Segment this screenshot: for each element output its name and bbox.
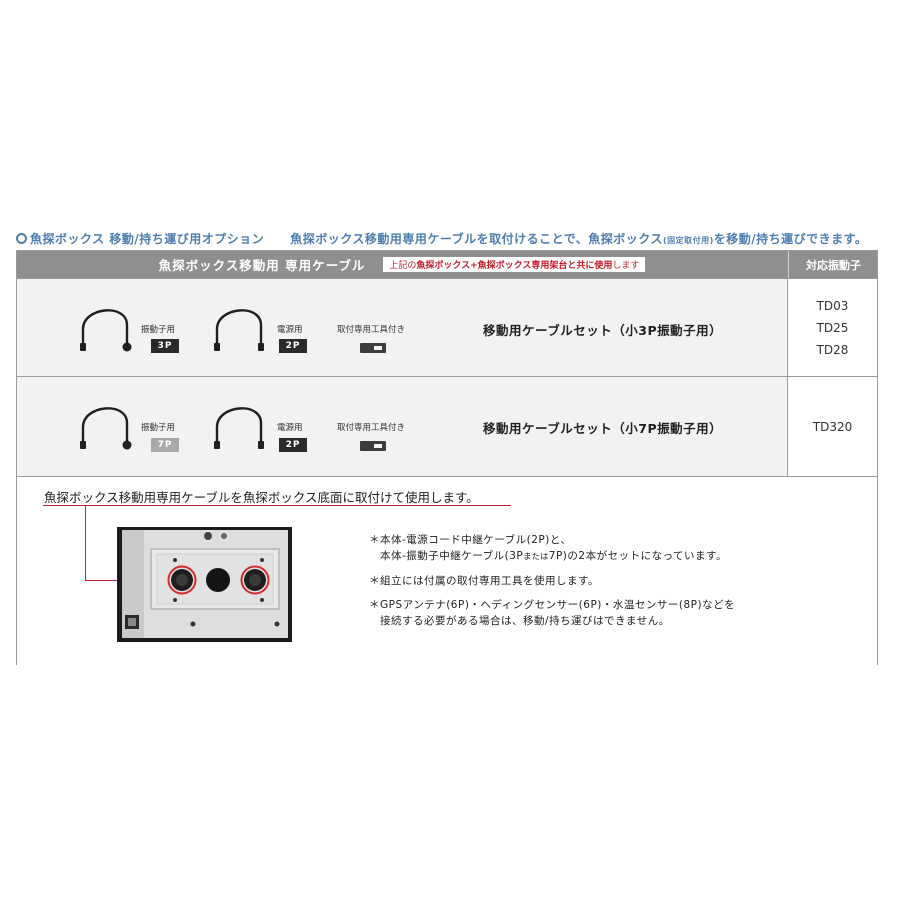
- note-item: ＊本体-電源コード中継ケーブル(2P)と、 本体-振動子中継ケーブル(3Pまたは…: [369, 534, 727, 562]
- header-compatible-transducers: 対応振動子: [788, 251, 878, 278]
- model-item: TD25: [816, 321, 849, 335]
- power-cable-image: [214, 407, 264, 449]
- header-title: 魚探ボックス移動用 専用ケーブル 上記の魚探ボックス+魚探ボックス専用架台と共に…: [17, 251, 787, 278]
- transducer-label: 振動子用: [141, 325, 176, 335]
- pin-badge-2p: 2P: [279, 339, 307, 353]
- power-label: 電源用: [277, 423, 303, 433]
- section-heading: 魚探ボックス 移動/持ち運び用オプション 魚探ボックス移動用専用ケーブルを取付ける…: [16, 230, 896, 250]
- tool-label: 取付専用工具付き: [337, 423, 406, 433]
- note-item: ＊GPSアンテナ(6P)・ヘディングセンサー(6P)・水温センサー(8P)などを…: [369, 599, 736, 627]
- circle-bullet-icon: [16, 233, 27, 244]
- compatible-models: TD320: [788, 377, 877, 477]
- section-title: 魚探ボックス 移動/持ち運び用オプション: [30, 232, 265, 246]
- installation-section: 魚探ボックス移動用専用ケーブルを魚探ボックス底面に取付けて使用します。: [17, 476, 877, 665]
- table-row: 振動子用 3P 電源用 2P 取付専用工具付き 移動用ケーブルセット（小3P振動…: [17, 278, 877, 377]
- model-item: TD03: [816, 299, 849, 313]
- table-header: 魚探ボックス移動用 専用ケーブル 上記の魚探ボックス+魚探ボックス専用架台と共に…: [17, 251, 877, 278]
- pin-badge-2p: 2P: [279, 438, 307, 452]
- pin-badge-7p: 7P: [151, 438, 179, 452]
- model-item: TD28: [816, 343, 849, 357]
- table-row: 振動子用 7P 電源用 2P 取付専用工具付き 移動用ケーブルセット（小7P振動…: [17, 376, 877, 477]
- install-tool-icon: [360, 441, 386, 451]
- transducer-cable-image: [80, 407, 132, 450]
- product-name: 移動用ケーブルセット（小7P振動子用）: [483, 421, 723, 436]
- transducer-cable-image: [80, 309, 132, 352]
- installation-text: 魚探ボックス移動用専用ケーブルを魚探ボックス底面に取付けて使用します。: [44, 490, 479, 505]
- compatible-models: TD03 TD25 TD28: [788, 279, 877, 377]
- header-note: 上記の魚探ボックス+魚探ボックス専用架台と共に使用します: [383, 257, 646, 272]
- notes: ＊本体-電源コード中継ケーブル(2P)と、 本体-振動子中継ケーブル(3Pまたは…: [369, 532, 735, 637]
- transducer-label: 振動子用: [141, 423, 176, 433]
- model-item: TD320: [812, 420, 853, 434]
- power-label: 電源用: [277, 325, 303, 335]
- options-table: 魚探ボックス移動用 専用ケーブル 上記の魚探ボックス+魚探ボックス専用架台と共に…: [16, 250, 878, 665]
- tool-label: 取付専用工具付き: [337, 325, 406, 335]
- install-tool-icon: [360, 343, 386, 353]
- product-name: 移動用ケーブルセット（小3P振動子用）: [483, 323, 723, 338]
- section-description: 魚探ボックス移動用専用ケーブルを取付けることで、魚探ボックス(固定取付用)を移動…: [290, 232, 868, 246]
- pin-badge-3p: 3P: [151, 339, 179, 353]
- red-underline: [43, 505, 511, 506]
- power-cable-image: [214, 309, 264, 351]
- note-item: ＊組立には付属の取付専用工具を使用します。: [369, 575, 599, 587]
- pointer-line: [85, 505, 86, 581]
- box-bottom-photo: [117, 527, 292, 642]
